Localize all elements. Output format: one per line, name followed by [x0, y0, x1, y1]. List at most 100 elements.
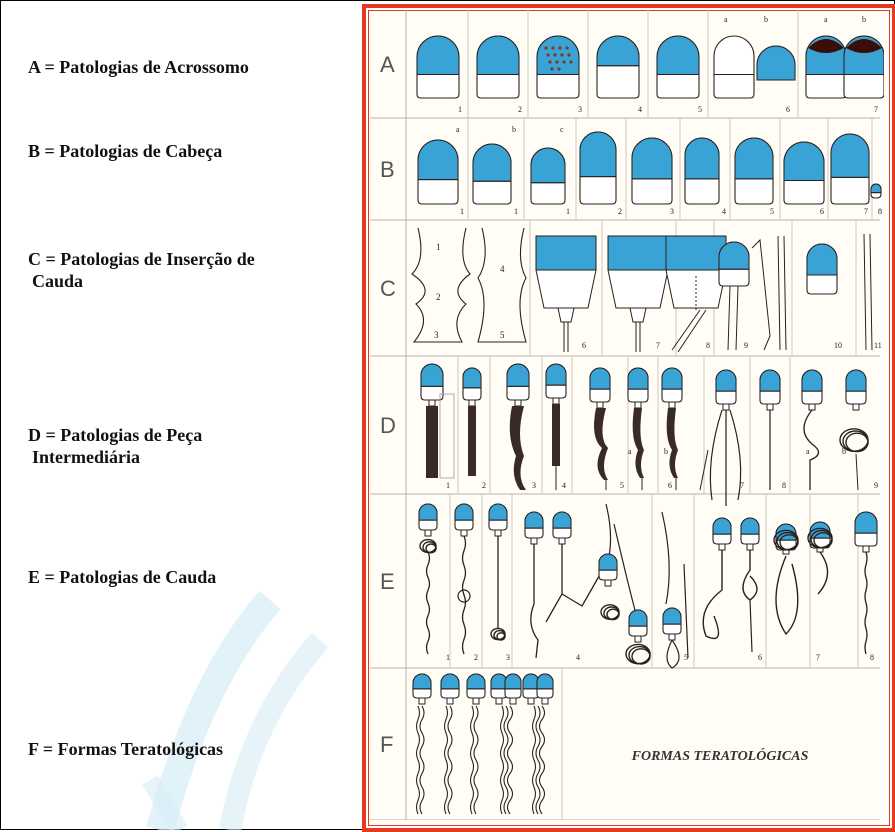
row-b-number: 1	[514, 207, 518, 216]
legend-c-line1: C = Patologias de Inserção de	[28, 248, 255, 270]
sperm-neck	[747, 544, 753, 550]
row-f-multiple-tail	[445, 706, 448, 814]
acrosome-cap	[735, 138, 773, 179]
row-d-sub-label: b	[664, 447, 668, 456]
acrosome-cap	[871, 184, 881, 193]
acrosome-granule	[565, 46, 568, 49]
acrosome-cap	[719, 242, 749, 269]
row-d-sub-label: a	[806, 447, 810, 456]
row-a-number: 1	[458, 105, 462, 114]
row-e-bent-tail	[546, 544, 606, 622]
row-c-outline-number: 3	[434, 330, 439, 340]
row-e-looped-tail	[776, 556, 798, 634]
row-b-number: 6	[820, 207, 824, 216]
legend-b: B = Patologias de Cabeça	[28, 140, 222, 162]
row-b-head	[735, 138, 773, 204]
row-a-head-6a	[714, 36, 754, 98]
row-a-number: 4	[638, 105, 642, 114]
acrosome-granule	[567, 53, 570, 56]
row-a-number: 6	[786, 105, 790, 114]
row-e-number: 6	[758, 653, 762, 662]
row-e-number: 7	[816, 653, 820, 662]
row-d-number: 6	[668, 481, 672, 490]
row-e-head	[663, 608, 681, 634]
acrosome-cap	[760, 370, 780, 391]
row-c-tail	[736, 286, 738, 350]
row-b-number: 8	[878, 207, 882, 216]
row-f-multiple-tail	[471, 706, 474, 814]
sperm-neck	[510, 698, 516, 704]
acrosome-cap	[455, 504, 473, 520]
row-d-midpiece	[468, 406, 476, 476]
acrosome-granule	[555, 60, 558, 63]
legend-c: C = Patologias de Inserção de Cauda	[28, 248, 255, 292]
row-a-head-6b	[757, 46, 795, 80]
row-d-midpiece-irregular	[633, 408, 644, 478]
row-d-midpiece-irregular	[510, 406, 526, 490]
row-letter-d: D	[380, 413, 396, 438]
acrosome-cap	[421, 364, 443, 386]
row-b-head	[685, 138, 719, 204]
row-letter-b: B	[380, 157, 395, 182]
sperm-neck	[635, 636, 641, 642]
row-b-number: 4	[722, 207, 726, 216]
acrosome-cap	[463, 368, 481, 388]
row-a-acrosome-head	[657, 36, 699, 98]
row-c-outline-number: 2	[436, 292, 441, 302]
row-c-outline-number: 1	[436, 242, 441, 252]
row-b-sub-label: c	[560, 125, 564, 134]
row-d-tail	[856, 454, 858, 490]
row-letter-a: A	[380, 52, 395, 77]
row-e-head	[525, 512, 543, 538]
row-b-sub-label: b	[512, 125, 516, 134]
row-c-outline-number: 5	[500, 330, 505, 340]
row-d-head	[463, 368, 481, 400]
row-d-sub-label: a	[628, 447, 632, 456]
row-e-head	[553, 512, 571, 538]
legend-d-line2: Intermediária	[28, 446, 202, 468]
row-e-tail-loop	[667, 640, 679, 668]
row-b-head	[831, 134, 869, 204]
acrosome-granule	[551, 46, 554, 49]
acrosome-cap	[489, 504, 507, 520]
acrosome-cap	[413, 674, 431, 689]
acrosome-cap	[632, 138, 672, 179]
row-c-head-9	[719, 242, 749, 286]
row-a-number: 7	[874, 105, 878, 114]
row-d-number: 4	[562, 481, 566, 490]
sperm-neck	[469, 400, 475, 406]
row-e-looped-tail	[703, 550, 722, 639]
row-e-number: 1	[446, 653, 450, 662]
row-b-head	[784, 142, 824, 204]
row-e-head	[455, 504, 473, 530]
acrosome-cap	[477, 36, 519, 74]
sperm-neck	[669, 402, 675, 408]
row-e-head	[855, 512, 877, 546]
row-b-number: 5	[770, 207, 774, 216]
caption-box	[563, 669, 879, 819]
row-a-number: 5	[698, 105, 702, 114]
acrosome-granule	[562, 60, 565, 63]
row-e-tail-coil	[494, 631, 505, 640]
sperm-neck	[461, 530, 467, 536]
sperm-neck	[429, 400, 435, 406]
acrosome-cap	[685, 138, 719, 179]
row-e-tail	[662, 512, 669, 604]
row-f-multiple-tail	[448, 706, 452, 814]
row-f-double-head	[537, 674, 553, 698]
row-e-tail	[427, 552, 430, 654]
row-d-head	[802, 370, 822, 404]
row-c-detached-tail	[752, 240, 770, 350]
acrosome-cap	[855, 512, 877, 533]
row-a-sub-label: b	[862, 15, 866, 24]
row-f-head	[413, 674, 431, 698]
sperm-neck	[723, 404, 729, 410]
row-b-head	[531, 148, 565, 204]
row-letter-c: C	[380, 276, 396, 301]
acrosome-cap	[657, 36, 699, 74]
row-c-head-cap	[608, 236, 668, 270]
row-f-head	[467, 674, 485, 698]
row-e-head	[741, 518, 759, 544]
row-c-head-base	[608, 270, 668, 308]
row-e-number: 5	[684, 653, 688, 662]
